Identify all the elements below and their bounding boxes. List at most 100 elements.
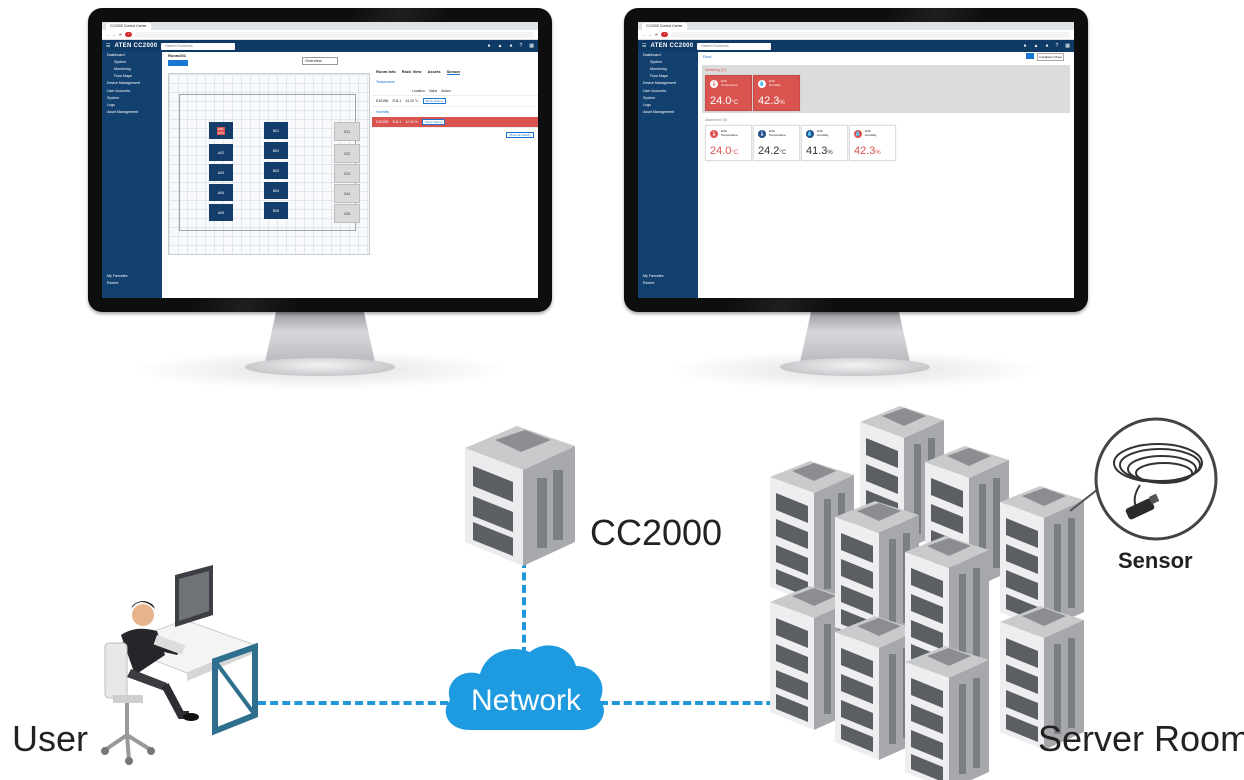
server-room-label: Server Room <box>1038 718 1244 759</box>
sidebar-item-asset-management[interactable]: Asset Management <box>643 110 674 115</box>
sidebar-item-system[interactable]: System <box>114 59 126 64</box>
browser-url-bar: ← → ⟳ ! <box>102 30 538 40</box>
search-input[interactable]: Search Functions <box>697 42 772 50</box>
app-brand: ATEN CC2000 <box>650 43 694 49</box>
show-all-history-button[interactable]: Show All History <box>506 132 534 138</box>
sidebar-item-favorites[interactable]: My Favorites <box>107 274 128 279</box>
grid-icon[interactable]: ▦ <box>529 43 534 49</box>
sidebar-item-system-2[interactable]: System <box>107 95 119 100</box>
address-field[interactable] <box>670 31 1070 38</box>
forward-icon[interactable]: → <box>112 32 117 37</box>
sidebar-item-system-2[interactable]: System <box>643 95 655 100</box>
sensor-location: R-B-1 <box>392 120 402 124</box>
sidebar-item-logs[interactable]: Logs <box>643 102 651 107</box>
sidebar-item-user-accounts[interactable]: User Accounts <box>107 88 131 93</box>
sidebar-item-floor-maps[interactable]: Floor Maps <box>114 74 132 79</box>
rack-c04[interactable]: C04 <box>334 184 360 203</box>
browser-tab[interactable]: CC2000 Control Center <box>106 22 151 30</box>
rack-a05[interactable]: A05 <box>209 204 233 221</box>
sidebar-item-recent[interactable]: Recent <box>643 281 655 286</box>
sensor-panel: Room Info Rack View Assets Sensor Temper… <box>372 67 538 298</box>
humidity-header: Humidity <box>376 110 390 114</box>
rack-a03[interactable]: A03 <box>209 164 233 181</box>
back-icon[interactable]: ← <box>642 32 646 37</box>
room-selector[interactable]: Room201 <box>168 53 187 58</box>
sidebar-item-system[interactable]: System <box>650 59 662 64</box>
sidebar-item-device-management[interactable]: Device Management <box>107 81 140 86</box>
reload-icon[interactable]: ⟳ <box>119 32 122 37</box>
sidebar-item-device-management[interactable]: Device Management <box>643 81 676 86</box>
card-name: E4S <box>721 129 727 133</box>
header-icons: ● ▲ ● ? ▦ <box>487 43 534 49</box>
sidebar-item-dashboard[interactable]: Dashboard <box>107 52 125 57</box>
sidebar-item-monitoring[interactable]: Monitoring <box>650 66 667 71</box>
rack-alert[interactable]: 23% 24°C <box>209 122 233 139</box>
rack-c01[interactable]: C01 <box>334 122 360 141</box>
breadcrumb[interactable]: Root <box>703 54 712 59</box>
card-type: Humidity <box>769 82 781 87</box>
rack-b01[interactable]: B01 <box>264 122 288 139</box>
chat-icon[interactable]: ● <box>487 43 491 49</box>
menu-icon[interactable]: ☰ <box>106 43 111 49</box>
reload-icon[interactable]: ⟳ <box>655 32 658 37</box>
security-badge: ! <box>660 32 668 37</box>
help-icon[interactable]: ? <box>519 43 523 49</box>
user-icon[interactable]: ● <box>1045 43 1049 49</box>
sidebar-item-logs[interactable]: Logs <box>107 102 115 107</box>
view-select[interactable]: Overview <box>302 57 338 65</box>
sidebar-item-favorites[interactable]: My Favorites <box>643 274 664 279</box>
card-unit: % <box>779 100 785 106</box>
alert-icon[interactable]: ▲ <box>497 43 503 49</box>
address-field[interactable] <box>134 31 534 38</box>
rack-a04[interactable]: A04 <box>209 184 233 201</box>
tab-assets[interactable]: Assets <box>427 69 441 74</box>
rack-b04[interactable]: B04 <box>264 182 288 199</box>
sidebar-item-monitoring[interactable]: Monitoring <box>114 66 131 71</box>
sidebar-item-dashboard[interactable]: Dashboard <box>643 52 661 57</box>
browser-tab[interactable]: CC2000 Control Center <box>642 22 687 30</box>
menu-icon[interactable]: ☰ <box>642 43 647 49</box>
sidebar-item-recent[interactable]: Recent <box>107 281 119 286</box>
rack-b05[interactable]: B05 <box>264 202 288 219</box>
rack-b02[interactable]: B02 <box>264 142 288 159</box>
card-unit: °C <box>779 150 787 156</box>
sensor-name: E4S1B6 <box>376 120 389 124</box>
app-brand: ATEN CC2000 <box>114 43 158 49</box>
right-monitor-base <box>780 358 930 376</box>
sidebar-item-asset-management[interactable]: Asset Management <box>107 110 138 115</box>
temperature-row: E4S1B6 R-B-1 24.20 °C Show History <box>372 96 538 107</box>
rack-c03[interactable]: C03 <box>334 164 360 183</box>
grid-icon[interactable]: ▦ <box>1065 43 1070 49</box>
rack-c02[interactable]: C02 <box>334 144 360 163</box>
forward-icon[interactable]: → <box>648 32 653 37</box>
back-icon[interactable]: ← <box>106 32 110 37</box>
sidebar-item-user-accounts[interactable]: User Accounts <box>643 88 667 93</box>
search-button[interactable] <box>1026 53 1034 59</box>
chat-icon[interactable]: ● <box>1023 43 1027 49</box>
installation-place-button[interactable]: Installation Place <box>1037 53 1064 61</box>
show-history-button[interactable]: Show History <box>421 119 446 125</box>
tab-rack-view[interactable]: Rack View <box>401 69 422 74</box>
show-history-button[interactable]: Show History <box>422 98 447 104</box>
browser-url-bar: ← → ⟳ ! <box>638 30 1074 40</box>
sensor-name: E4S1B6 <box>376 99 389 103</box>
rack-b03[interactable]: B03 <box>264 162 288 179</box>
more-button[interactable] <box>168 60 188 66</box>
rack-a02[interactable]: A02 <box>209 144 233 161</box>
alert-icon[interactable]: ▲ <box>1033 43 1039 49</box>
rack-c05[interactable]: C05 <box>334 204 360 223</box>
tab-sensor[interactable]: Sensor <box>446 69 461 75</box>
sensor-value: 24.20 °C <box>405 99 419 103</box>
tab-room-info[interactable]: Room Info <box>376 69 396 74</box>
search-input[interactable]: Search Functions <box>161 42 236 50</box>
sidebar-item-floor-maps[interactable]: Floor Maps <box>650 74 668 79</box>
user-icon[interactable]: ● <box>509 43 513 49</box>
panel-tabs: Room Info Rack View Assets Sensor <box>372 67 538 77</box>
help-icon[interactable]: ? <box>1055 43 1059 49</box>
